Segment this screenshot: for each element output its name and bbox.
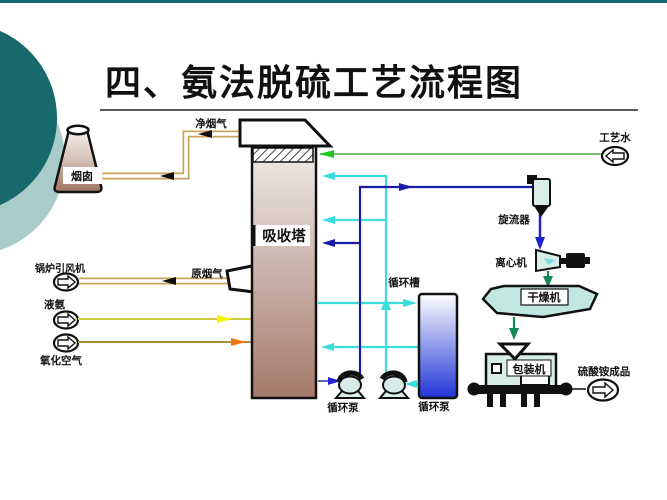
flow-arrow-left-icon [322,239,335,247]
centrifuge: 离心机 [495,248,590,288]
circulation-tank-label: 循环槽 [388,276,420,289]
packer-label-box [506,359,552,377]
cyclone-label: 旋流器 [497,213,530,226]
demister-hatch [252,147,314,163]
process-water-stream: 工艺水 [319,131,631,167]
raw-flue-gas-pipe: 原烟气 [79,263,264,295]
page-title: 四、氨法脱硫工艺流程图 [105,62,523,104]
liquid-ammonia-label: 液氨 [44,298,65,311]
chimney-label-box [63,167,102,184]
flow-arrow-left-icon [198,130,212,138]
flow-arrow-right-icon [217,315,232,323]
tower-label-box [252,225,310,246]
centrifuge-label: 离心机 [495,256,527,269]
clean-flue-gas-label: 净烟气 [195,117,227,130]
circulation-pump-right: 循环泵 [377,370,450,413]
chimney-top-opening [66,124,90,136]
flow-arrow-down-icon [543,276,553,288]
product-connector: 硫酸铵成品 [566,365,631,402]
dryer-label: 干燥机 [528,290,561,304]
clean-flue-gas-pipe: 净烟气 [101,117,242,180]
right-arrow-icon [57,312,77,328]
flow-arrow-down-icon [509,328,519,340]
flow-arrow-right-icon [399,183,413,191]
dryer-label-box [520,288,569,306]
liquid-ammonia-stream: 液氨 [44,298,252,330]
tower-label-bar [252,225,256,246]
chimney: 烟囱 [53,124,103,194]
flow-arrow-left-icon [160,172,174,180]
flow-arrow-right-icon [328,377,341,385]
flow-arrow-right-icon [403,299,417,307]
right-arrow-icon [592,381,615,399]
cyclone: 旋流器 [497,175,551,226]
decor-circle-dark [0,30,57,206]
packer-hopper [496,342,532,362]
process-water-label: 工艺水 [599,131,631,144]
right-arrow-icon [57,335,77,351]
flow-arrow-left-icon [322,216,335,224]
boiler-fan-connector: 锅炉引风机 [35,262,85,292]
circulation-pump-right-label: 循环泵 [418,400,450,413]
flow-arrow-right-icon [231,338,246,346]
chimney-label: 烟囱 [71,169,93,183]
boiler-fan-label: 锅炉引风机 [35,262,85,275]
flow-arrow-left-icon [405,380,417,388]
packing-machine: 包装机 [467,342,573,407]
packing-machine-label: 包装机 [512,362,546,376]
flow-arrow-left-icon [322,172,335,180]
oxidation-air-label: 氧化空气 [39,354,82,367]
flow-arrow-left-icon [162,277,176,285]
circulation-pump-left: 循环泵 [327,370,367,414]
absorber-tower-label: 吸收塔 [262,227,306,245]
absorber-tower: 吸收塔 [238,118,334,400]
circulation-tank: 循环槽 [388,276,459,400]
circulation-lines-cyan [318,172,420,388]
left-arrow-icon [604,148,625,164]
right-arrow-icon [57,274,77,290]
circulation-pump-left-label: 循环泵 [327,401,359,414]
oxidation-air-stream: 氧化空气 [39,333,252,367]
top-border-bar [0,0,667,3]
flow-arrow-left-icon [321,343,334,351]
slurry-lines-blue [318,183,545,385]
raw-flue-gas-label: 原烟气 [191,267,223,280]
centrifuge-slurry [544,258,556,265]
product-label: 硫酸铵成品 [578,365,631,378]
dryer: 干燥机 [481,284,599,340]
flow-arrow-left-icon [319,150,334,158]
flow-arrow-down-icon [535,237,545,250]
tower-cap [238,118,334,148]
